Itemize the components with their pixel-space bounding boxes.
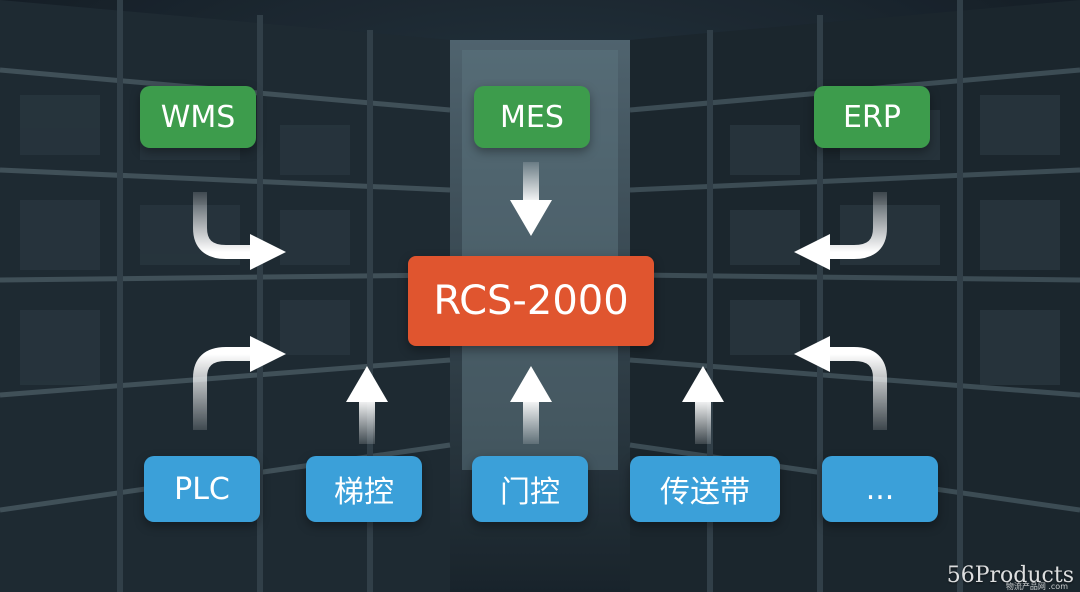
arrow-more-to-rcs [794,336,887,430]
node-elevator-control-label: 梯控 [334,475,394,510]
node-plc-label: PLC [174,471,230,507]
node-mes: MES [474,86,590,148]
arrow-conveyor-to-rcs [682,366,724,444]
node-erp: ERP [814,86,930,148]
watermark-subtext: 物流产品网 .com [1005,582,1068,591]
node-plc: PLC [144,456,260,522]
node-more-label: ... [865,471,895,507]
arrow-wms-to-rcs [193,192,286,270]
node-rcs-center: RCS-2000 [408,256,654,346]
node-elevator-control: 梯控 [306,456,422,522]
arrow-plc-to-rcs [193,336,286,430]
watermark-logo: 56Products [946,563,1074,588]
node-door-control: 门控 [472,456,588,522]
node-door-control-label: 门控 [500,475,560,510]
node-rcs-label: RCS-2000 [433,278,629,324]
node-more: ... [822,456,938,522]
arrow-mes-to-rcs [510,162,552,236]
arrow-door-to-rcs [510,366,552,444]
arrow-erp-to-rcs [794,192,887,270]
node-mes-label: MES [500,99,564,135]
node-conveyor: 传送带 [630,456,780,522]
arrow-lift-to-rcs [346,366,388,444]
node-conveyor-label: 传送带 [660,475,750,510]
node-wms: WMS [140,86,256,148]
node-erp-label: ERP [843,99,901,135]
node-wms-label: WMS [160,99,236,135]
